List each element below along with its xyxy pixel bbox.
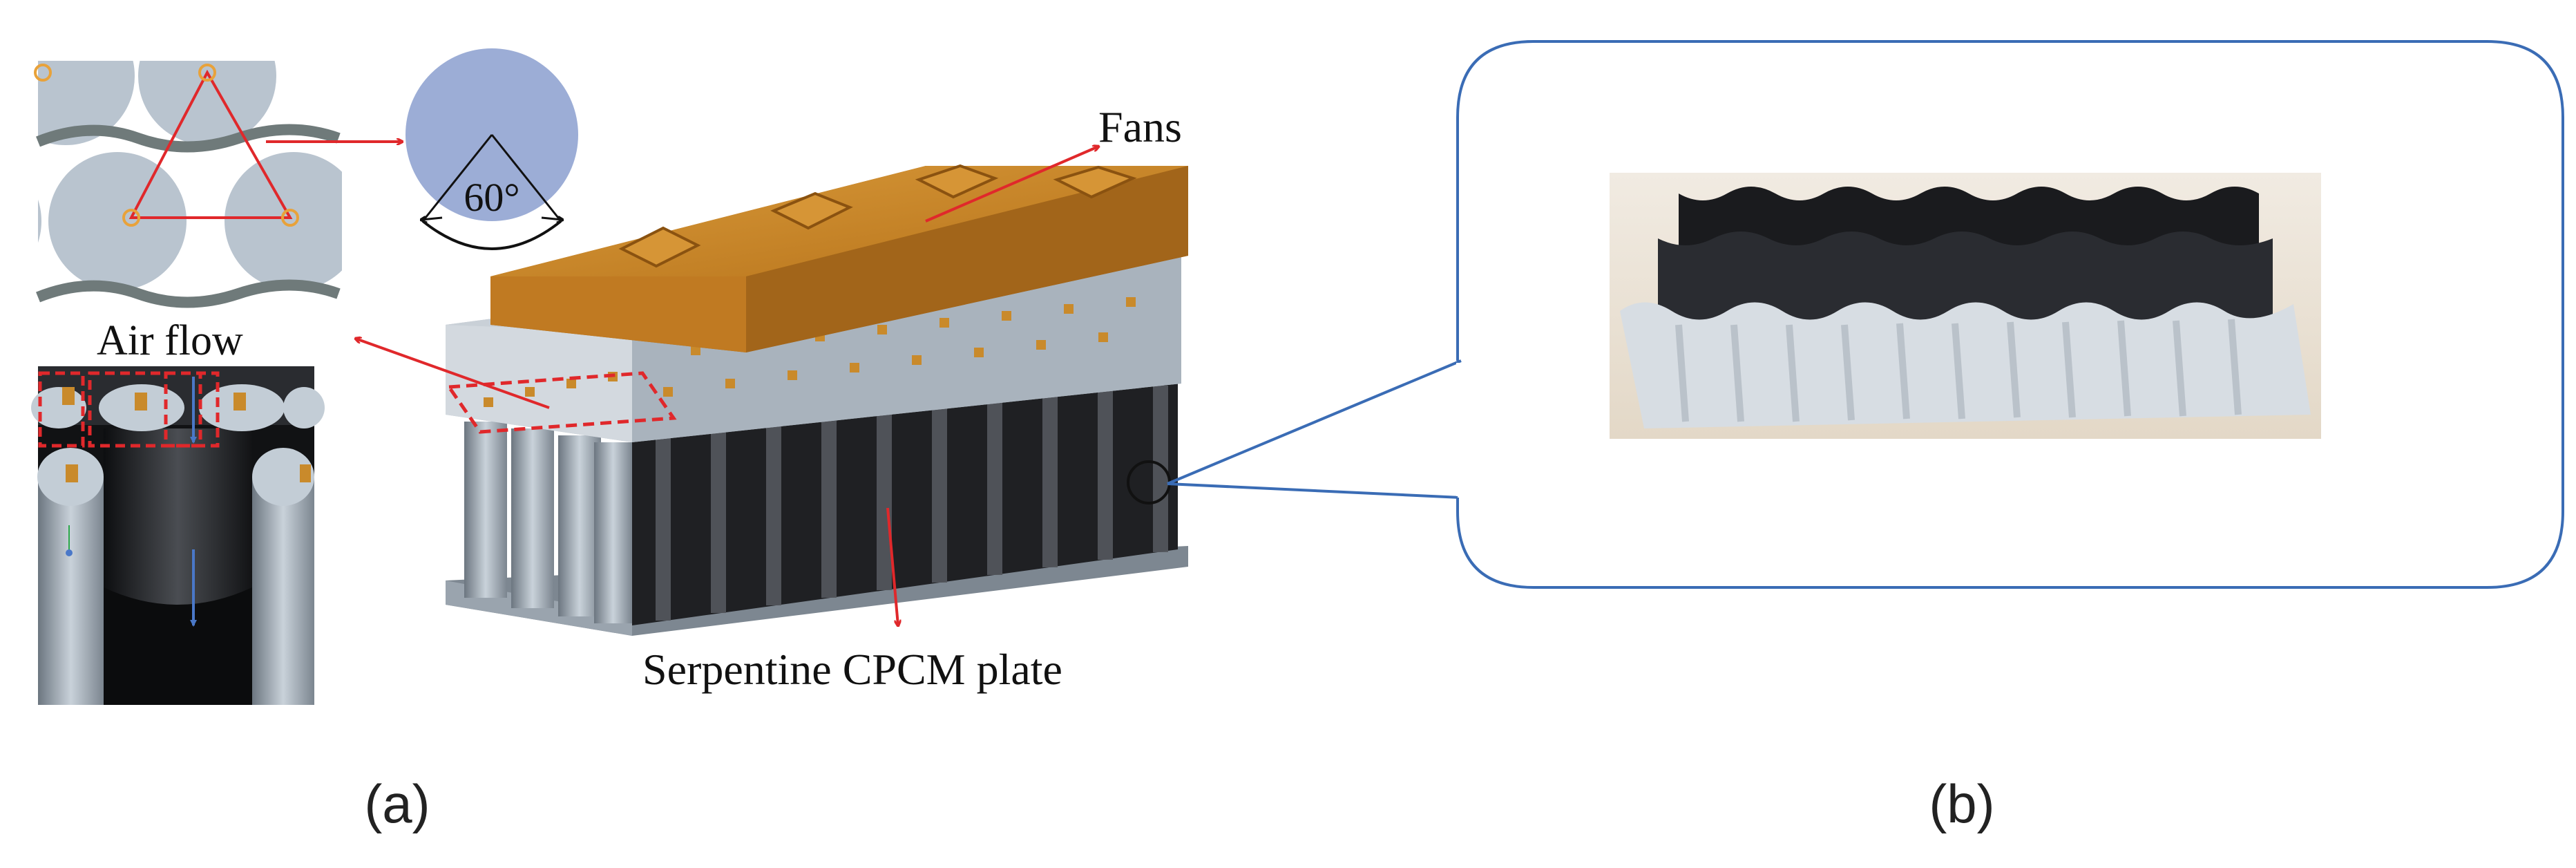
plate-pointer-arrow (886, 507, 898, 625)
serpentine-plate-edge (36, 124, 341, 153)
cell-center-marker (281, 209, 299, 227)
callout-line (1167, 482, 1462, 499)
fans-label: Fans (1098, 102, 1182, 151)
black-cpcm-plate (1658, 232, 2273, 325)
battery-cell (38, 199, 41, 243)
angle-detail: 60° (406, 48, 578, 250)
angle-arrowhead (541, 218, 562, 220)
panel-a: 60° Air flow (31, 48, 1188, 834)
battery-cell (38, 477, 104, 705)
cell-center-marker (198, 64, 216, 82)
callout-line (1167, 359, 1462, 485)
cell-terminal (233, 393, 246, 411)
cell-arrangement-inset (34, 61, 342, 310)
battery-cell (38, 61, 135, 145)
airflow-label: Air flow (97, 317, 243, 364)
fans-pointer-arrow (925, 147, 1098, 223)
cell-terminal (62, 387, 75, 405)
serpentine-ridges (656, 386, 1168, 621)
cell-terminal (135, 393, 147, 411)
cpcm-plate-photo (1610, 173, 2321, 439)
angle-arrowhead (421, 218, 443, 220)
highlight-box (88, 371, 202, 448)
cell-terminal (300, 464, 311, 482)
battery-cell (48, 152, 187, 290)
battery-cell-top (283, 387, 325, 428)
highlight-box (38, 371, 85, 448)
panel-b: (b) (1167, 40, 2564, 834)
angle-arc (421, 220, 562, 250)
battery-cell (138, 61, 276, 145)
panel-b-caption: (b) (1929, 773, 1994, 834)
cell-column-group (464, 422, 632, 623)
battery-cell-top (31, 387, 86, 428)
battery-module-3d (446, 164, 1188, 636)
angle-ray (490, 134, 562, 222)
cell-center-marker (34, 64, 52, 82)
cell-terminal (66, 464, 78, 482)
airflow-pointer-arrow (356, 339, 550, 409)
white-cpcm-plate (1620, 302, 2311, 428)
battery-cell (252, 477, 314, 705)
angle-ray (421, 134, 493, 222)
highlight-region (446, 371, 677, 434)
angle-label: 60° (464, 175, 519, 220)
plate-label: Serpentine CPCM plate (642, 645, 1062, 694)
panel-a-caption: (a) (364, 773, 430, 834)
fan-blades (618, 164, 1137, 268)
airflow-inset (31, 366, 325, 705)
triangle-arrangement-outline (128, 69, 293, 219)
battery-cell-top (252, 448, 314, 506)
battery-cell (225, 152, 342, 290)
serpentine-plate-edge (36, 279, 341, 308)
cell-center-marker (122, 209, 140, 227)
